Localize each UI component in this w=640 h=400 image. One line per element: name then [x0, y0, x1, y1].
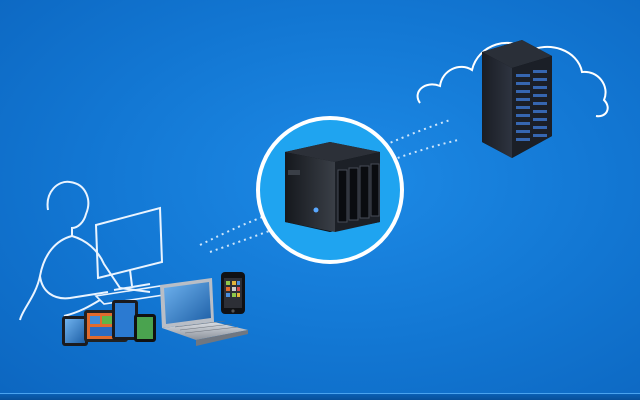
server-rack-icon [482, 40, 552, 158]
bottom-divider [0, 393, 640, 400]
connection-nas-to-cloud [384, 119, 459, 161]
connection-user-to-nas [199, 214, 273, 253]
desktop-monitor-icon [94, 206, 172, 305]
tablet-icon [62, 300, 156, 346]
person-silhouette-icon [19, 180, 151, 321]
smartphone-icon [221, 272, 245, 314]
nas-storage-icon [285, 142, 380, 232]
laptop-icon [160, 278, 248, 346]
